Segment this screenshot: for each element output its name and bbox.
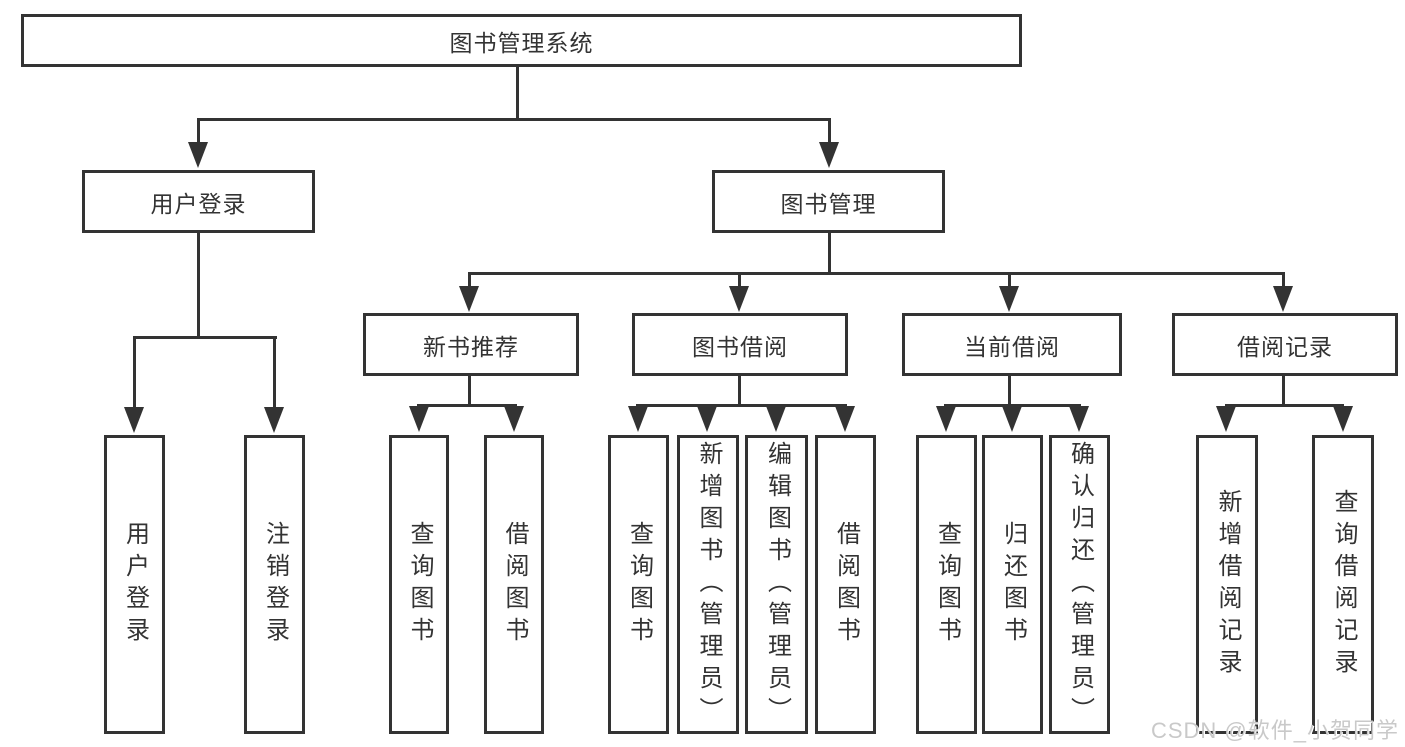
leaf-borrow-book-2: 借阅图书: [815, 435, 876, 734]
connector-hline: [636, 404, 847, 407]
connector-vline: [1282, 272, 1285, 288]
node-root-label: 图书管理系统: [449, 29, 594, 56]
connector-vline: [1008, 272, 1011, 288]
leaf-query-book-2: 查询图书: [608, 435, 669, 734]
node-book-borrow-label: 图书借阅: [692, 333, 788, 360]
connector-vline: [133, 336, 136, 409]
node-current-borrow-label: 当前借阅: [964, 333, 1060, 360]
node-book-management: 图书管理: [712, 170, 945, 233]
leaf-confirm-return-admin: 确认归还（管理员）: [1049, 435, 1110, 734]
leaf-user-login: 用户登录: [104, 435, 165, 734]
connector-vline: [197, 233, 200, 336]
arrowhead-down-icon: [1216, 406, 1236, 432]
arrowhead-down-icon: [697, 406, 717, 432]
arrowhead-down-icon: [504, 406, 524, 432]
arrowhead-down-icon: [936, 406, 956, 432]
connector-hline: [1225, 404, 1344, 407]
leaf-add-book-admin: 新增图书（管理员）: [677, 435, 739, 734]
connector-vline: [1008, 376, 1011, 404]
arrowhead-down-icon: [1273, 286, 1293, 312]
leaf-edit-book-admin-label: 编辑图书（管理员）: [763, 440, 791, 729]
connector-vline: [828, 118, 831, 144]
arrowhead-down-icon: [1002, 406, 1022, 432]
leaf-edit-book-admin: 编辑图书（管理员）: [745, 435, 808, 734]
leaf-query-book-3-label: 查询图书: [933, 520, 961, 649]
leaf-add-borrow-record: 新增借阅记录: [1196, 435, 1258, 734]
connector-hline: [197, 118, 831, 121]
arrowhead-down-icon: [459, 286, 479, 312]
node-book-borrow: 图书借阅: [632, 313, 848, 376]
node-borrow-records-label: 借阅记录: [1237, 333, 1333, 360]
leaf-query-book-1-label: 查询图书: [406, 520, 433, 649]
leaf-confirm-return-admin-label: 确认归还（管理员）: [1066, 440, 1094, 729]
arrowhead-down-icon: [819, 142, 839, 168]
node-borrow-records: 借阅记录: [1172, 313, 1398, 376]
leaf-query-book-1: 查询图书: [389, 435, 449, 734]
leaf-borrow-book-1: 借阅图书: [484, 435, 544, 734]
leaf-query-book-3: 查询图书: [916, 435, 977, 734]
leaf-logout: 注销登录: [244, 435, 305, 734]
arrowhead-down-icon: [999, 286, 1019, 312]
connector-hline: [133, 336, 277, 339]
watermark: CSDN @软件_小贺同学: [1150, 718, 1399, 743]
leaf-user-login-label: 用户登录: [121, 520, 149, 649]
arrowhead-down-icon: [628, 406, 648, 432]
leaf-add-book-admin-label: 新增图书（管理员）: [695, 440, 722, 729]
connector-hline: [944, 404, 1081, 407]
arrowhead-down-icon: [124, 407, 144, 433]
arrowhead-down-icon: [409, 406, 429, 432]
connector-vline: [516, 67, 519, 118]
node-user-login-label: 用户登录: [150, 190, 247, 217]
node-root: 图书管理系统: [21, 14, 1022, 67]
arrowhead-down-icon: [766, 406, 786, 432]
leaf-query-book-2-label: 查询图书: [625, 520, 653, 649]
connector-hline: [468, 272, 1285, 275]
leaf-borrow-book-2-label: 借阅图书: [832, 520, 860, 649]
connector-vline: [273, 336, 276, 409]
connector-vline: [468, 376, 471, 404]
leaf-return-book: 归还图书: [982, 435, 1043, 734]
arrowhead-down-icon: [835, 406, 855, 432]
leaf-logout-label: 注销登录: [261, 520, 289, 649]
connector-vline: [468, 272, 471, 288]
leaf-return-book-label: 归还图书: [999, 520, 1027, 649]
arrowhead-down-icon: [729, 286, 749, 312]
leaf-query-borrow-record: 查询借阅记录: [1312, 435, 1374, 734]
node-new-book-recommend-label: 新书推荐: [423, 333, 519, 360]
leaf-borrow-book-1-label: 借阅图书: [501, 520, 528, 649]
arrowhead-down-icon: [264, 407, 284, 433]
node-new-book-recommend: 新书推荐: [363, 313, 579, 376]
node-current-borrow: 当前借阅: [902, 313, 1122, 376]
leaf-query-borrow-record-label: 查询借阅记录: [1330, 488, 1357, 681]
connector-vline: [738, 272, 741, 288]
arrowhead-down-icon: [1333, 406, 1353, 432]
node-user-login: 用户登录: [82, 170, 315, 233]
connector-vline: [828, 233, 831, 272]
connector-vline: [1282, 376, 1285, 404]
arrowhead-down-icon: [1069, 406, 1089, 432]
node-book-management-label: 图书管理: [780, 190, 877, 217]
connector-hline: [417, 404, 517, 407]
leaf-add-borrow-record-label: 新增借阅记录: [1214, 488, 1241, 681]
arrowhead-down-icon: [188, 142, 208, 168]
connector-vline: [197, 118, 200, 144]
connector-vline: [738, 376, 741, 404]
